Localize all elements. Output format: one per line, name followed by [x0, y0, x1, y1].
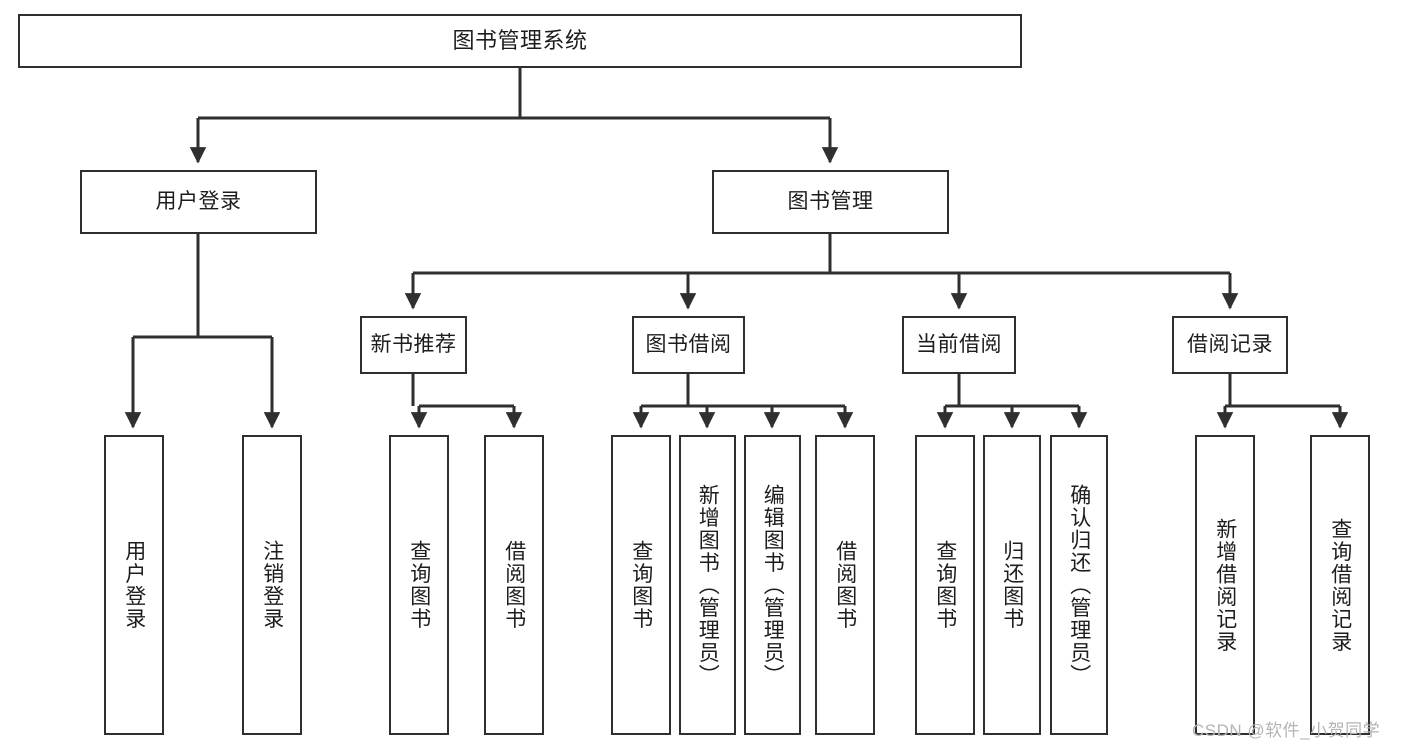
- node-new-book-recommend[interactable]: 新书推荐: [360, 316, 467, 374]
- leaf-recommend-query-book[interactable]: 查询图书: [389, 435, 449, 735]
- node-borrow-record[interactable]: 借阅记录: [1172, 316, 1288, 374]
- node-label: 借阅记录: [1187, 333, 1273, 357]
- node-book-borrow[interactable]: 图书借阅: [632, 316, 745, 374]
- node-book-management[interactable]: 图书管理: [712, 170, 949, 234]
- leaf-borrow-borrow-book[interactable]: 借阅图书: [815, 435, 875, 735]
- node-label: 用户登录: [122, 540, 146, 630]
- node-label: 借阅图书: [833, 540, 857, 630]
- leaf-user-login-login[interactable]: 用户登录: [104, 435, 164, 735]
- node-label: 新书推荐: [370, 333, 457, 357]
- node-label: 用户登录: [155, 190, 242, 214]
- leaf-current-query-book[interactable]: 查询图书: [915, 435, 975, 735]
- node-label: 图书管理系统: [452, 27, 588, 53]
- leaf-borrow-add-book-admin[interactable]: 新增图书（管理员）: [679, 435, 736, 735]
- node-current-borrow[interactable]: 当前借阅: [902, 316, 1016, 374]
- node-label: 查询图书: [407, 540, 431, 630]
- leaf-record-query-record[interactable]: 查询借阅记录: [1310, 435, 1370, 735]
- node-label: 新增图书（管理员）: [696, 483, 720, 687]
- node-label: 归还图书: [1000, 540, 1024, 630]
- leaf-record-add-record[interactable]: 新增借阅记录: [1195, 435, 1255, 735]
- node-user-login[interactable]: 用户登录: [80, 170, 317, 234]
- node-label: 图书借阅: [645, 333, 732, 357]
- node-label: 图书管理: [787, 190, 874, 214]
- node-root-system[interactable]: 图书管理系统: [18, 14, 1022, 68]
- leaf-borrow-query-book[interactable]: 查询图书: [611, 435, 671, 735]
- node-label: 确认归还（管理员）: [1067, 483, 1091, 687]
- node-label: 新增借阅记录: [1213, 517, 1237, 653]
- leaf-user-login-logout[interactable]: 注销登录: [242, 435, 302, 735]
- leaf-current-return-book[interactable]: 归还图书: [983, 435, 1041, 735]
- node-label: 查询图书: [629, 540, 653, 630]
- node-label: 注销登录: [260, 540, 284, 630]
- csdn-watermark: CSDN @软件_小贺同学: [1192, 721, 1381, 740]
- node-label: 借阅图书: [502, 540, 526, 630]
- node-label: 查询图书: [933, 540, 957, 630]
- node-label: 查询借阅记录: [1328, 517, 1352, 653]
- leaf-current-confirm-return-admin[interactable]: 确认归还（管理员）: [1050, 435, 1108, 735]
- leaf-recommend-borrow-book[interactable]: 借阅图书: [484, 435, 544, 735]
- node-label: 编辑图书（管理员）: [761, 483, 785, 687]
- leaf-borrow-edit-book-admin[interactable]: 编辑图书（管理员）: [744, 435, 801, 735]
- node-label: 当前借阅: [916, 333, 1002, 357]
